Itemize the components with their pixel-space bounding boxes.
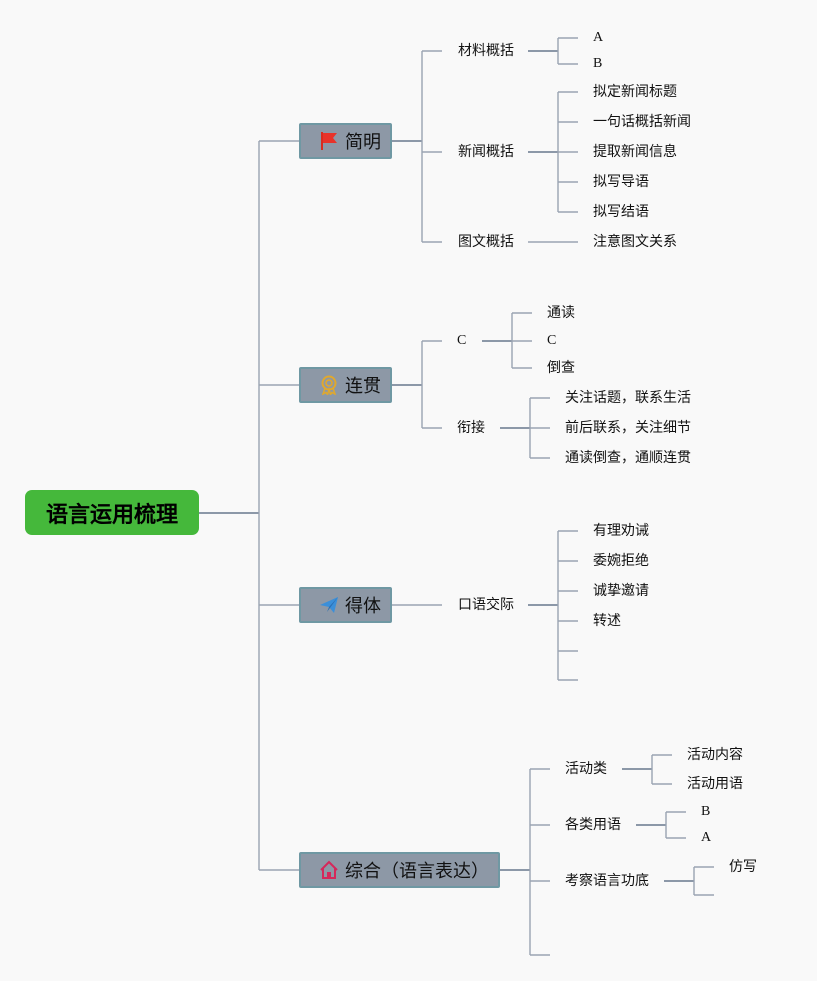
branch-label: 简明 [345, 132, 381, 153]
branch-lianguan[interactable]: 连贯 [299, 367, 392, 403]
red-flag-icon [319, 131, 339, 151]
leaf-node[interactable]: 提取新闻信息 [593, 144, 677, 160]
leaf-node[interactable]: 关注话题，联系生活 [565, 390, 691, 406]
node-xinwen[interactable]: 新闻概括 [458, 144, 514, 160]
leaf-node[interactable]: 委婉拒绝 [593, 553, 649, 569]
branch-jianming[interactable]: 简明 [299, 123, 392, 159]
home-icon [319, 860, 339, 880]
leaf-node[interactable]: 拟定新闻标题 [593, 84, 677, 100]
award-ribbon-icon [319, 375, 339, 395]
node-gelei[interactable]: 各类用语 [565, 817, 621, 833]
leaf-node[interactable]: 有理劝诫 [593, 523, 649, 539]
leaf-node[interactable]: 注意图文关系 [593, 234, 677, 250]
node-c[interactable]: C [457, 333, 467, 348]
root-node[interactable]: 语言运用梳理 [25, 490, 199, 535]
leaf-node[interactable]: 拟写导语 [593, 174, 649, 190]
branch-label: 综合（语言表达） [345, 861, 489, 882]
branch-label: 连贯 [345, 376, 381, 397]
leaf-node[interactable]: 倒查 [547, 360, 575, 376]
paper-plane-icon [319, 595, 339, 615]
leaf-node[interactable]: 活动用语 [687, 776, 743, 792]
leaf-node[interactable]: C [547, 333, 557, 348]
node-kouyu[interactable]: 口语交际 [458, 597, 514, 613]
node-cailiao[interactable]: 材料概括 [458, 43, 514, 59]
leaf-node[interactable]: B [593, 56, 603, 71]
leaf-node[interactable]: 仿写 [729, 859, 757, 875]
leaf-node[interactable]: 活动内容 [687, 747, 743, 763]
leaf-node[interactable]: 通读倒查，通顺连贯 [565, 450, 691, 466]
leaf-node[interactable]: A [701, 830, 712, 845]
node-kaocha[interactable]: 考察语言功底 [565, 873, 649, 889]
leaf-node[interactable]: 一句话概括新闻 [593, 114, 691, 130]
node-huodong[interactable]: 活动类 [565, 761, 607, 777]
leaf-node[interactable]: A [593, 30, 604, 45]
leaf-node[interactable]: 前后联系，关注细节 [565, 420, 691, 436]
branch-label: 得体 [345, 596, 381, 617]
node-tuwen[interactable]: 图文概括 [458, 234, 514, 250]
leaf-node[interactable]: 转述 [593, 613, 621, 629]
leaf-node[interactable]: 拟写结语 [593, 204, 649, 220]
branch-zonghe[interactable]: 综合（语言表达） [299, 852, 500, 888]
node-xianjie[interactable]: 衔接 [457, 420, 485, 436]
leaf-node[interactable]: 通读 [547, 305, 575, 321]
branch-deti[interactable]: 得体 [299, 587, 392, 623]
leaf-node[interactable]: 诚挚邀请 [593, 583, 649, 599]
leaf-node[interactable]: B [701, 804, 711, 819]
